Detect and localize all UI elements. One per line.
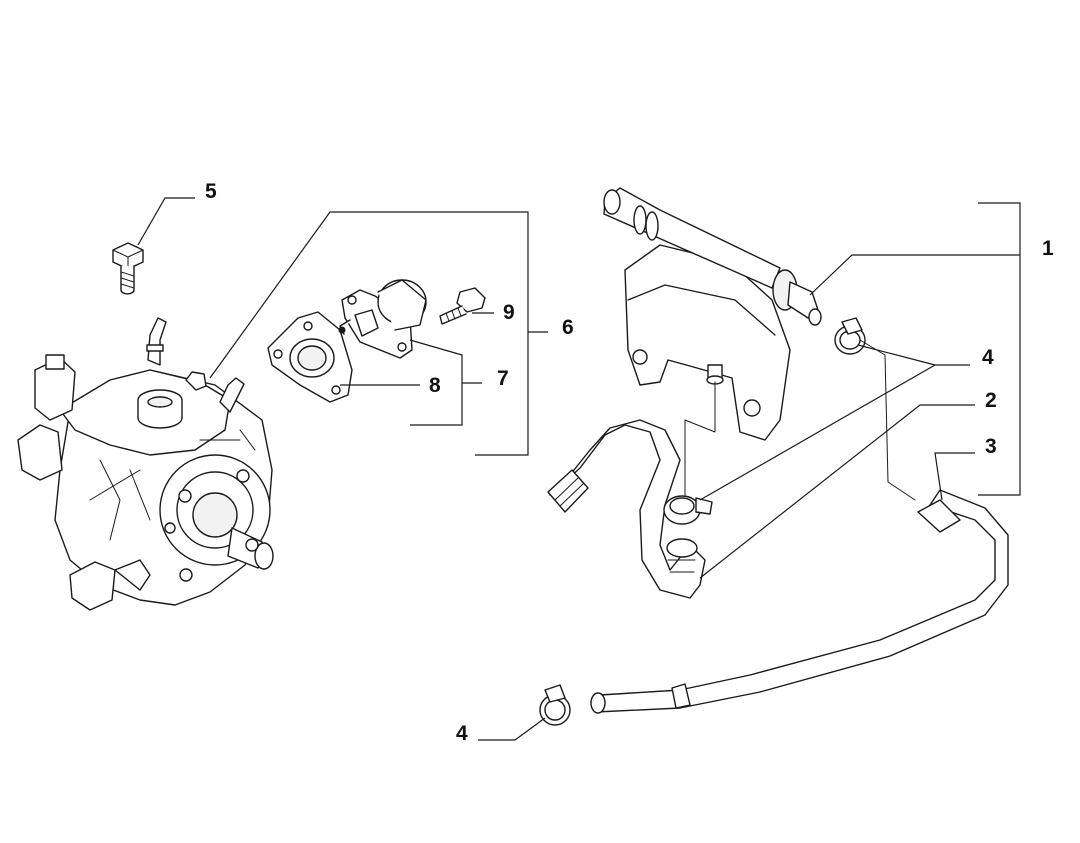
callout-9: 9 [503,301,515,324]
pressure-regulator-part-7 [338,279,427,359]
callout-3: 3 [985,435,997,458]
hose-clamp-lower [539,684,571,726]
bolt-part-5 [112,242,144,295]
callout-5: 5 [205,180,217,203]
callout-4-lower: 4 [456,722,468,745]
screw-part-9 [439,287,486,325]
callout-6: 6 [562,316,574,339]
hose-clamp-middle [663,495,713,525]
pipe-part-3 [590,489,1009,714]
gasket-part-8 [267,311,353,403]
callout-2: 2 [985,389,997,412]
hose-part-2 [547,419,706,599]
callout-7: 7 [497,367,509,390]
return-manifold-part-1 [603,187,822,441]
hose-clamp-upper [834,317,866,355]
callout-8: 8 [429,374,441,397]
callout-1: 1 [1042,237,1054,260]
leader-lines [137,197,1021,741]
callout-4-upper: 4 [982,346,994,369]
high-pressure-pump [17,317,274,611]
